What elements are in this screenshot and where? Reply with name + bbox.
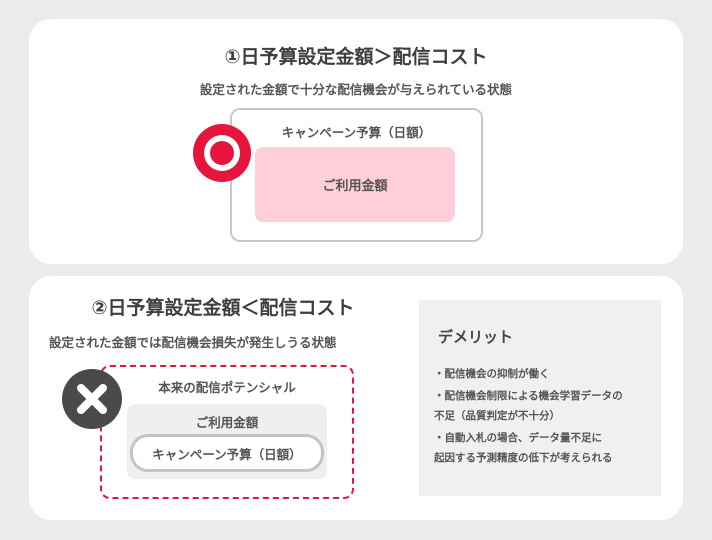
demerit-line: ・配信機会の抑制が働く [434,368,550,380]
campaign-budget-label: キャンペーン予算（日額） [281,125,432,140]
demerits-panel: デメリット ・配信機会の抑制が働く ・配信機会制限による機会学習データの 不足（… [419,300,661,496]
demerit-line: 起因する予測精度の低下が考えられる [434,452,613,464]
scenario-1-subtitle: 設定された金額で十分な配信機会が与えられている状態 [199,82,513,97]
campaign-budget-box: キャンペーン予算（日額） ご利用金額 [230,108,483,242]
delivery-potential-box: 本来の配信ポテンシャル ご利用金額 キャンペーン予算（日額） [100,365,354,499]
cross-icon [62,369,122,429]
cross-icon-glyph [77,384,107,414]
demerit-item: ・配信機会の抑制が働く [434,364,659,384]
demerits-list: ・配信機会の抑制が働く ・配信機会制限による機会学習データの 不足（品質判定が不… [434,364,659,470]
demerit-line: ・配信機会制限による機会学習データの [434,390,623,402]
usage-amount-label: ご利用金額 [195,415,259,430]
demerit-line: ・自動入札の場合、データ量不足に [434,432,602,444]
scenario-1-card: ①日予算設定金額＞配信コスト 設定された金額で十分な配信機会が与えられている状態… [29,19,683,264]
scenario-2-card: ②日予算設定金額＜配信コスト 設定された金額では配信機会損失が発生しうる状態 本… [29,276,683,520]
usage-amount-box: ご利用金額 キャンペーン予算（日額） [127,404,327,479]
usage-amount-box: ご利用金額 [255,147,455,222]
usage-amount-label: ご利用金額 [322,179,388,194]
demerits-title: デメリット [438,328,514,346]
demerit-line: 不足（品質判定が不十分） [434,410,560,422]
campaign-budget-pill: キャンペーン予算（日額） [130,434,324,472]
delivery-potential-label: 本来の配信ポテンシャル [158,380,296,395]
scenario-2-subtitle: 設定された金額では配信機会損失が発生しうる状態 [49,335,337,350]
scenario-1-title: ①日予算設定金額＞配信コスト [224,46,488,68]
demerit-item: ・自動入札の場合、データ量不足に 起因する予測精度の低下が考えられる [434,428,659,468]
scenario-2-title: ②日予算設定金額＜配信コスト [91,297,355,319]
circle-icon [193,124,251,182]
campaign-budget-label: キャンペーン予算（日額） [152,446,302,462]
demerit-item: ・配信機会制限による機会学習データの 不足（品質判定が不十分） [434,386,659,426]
